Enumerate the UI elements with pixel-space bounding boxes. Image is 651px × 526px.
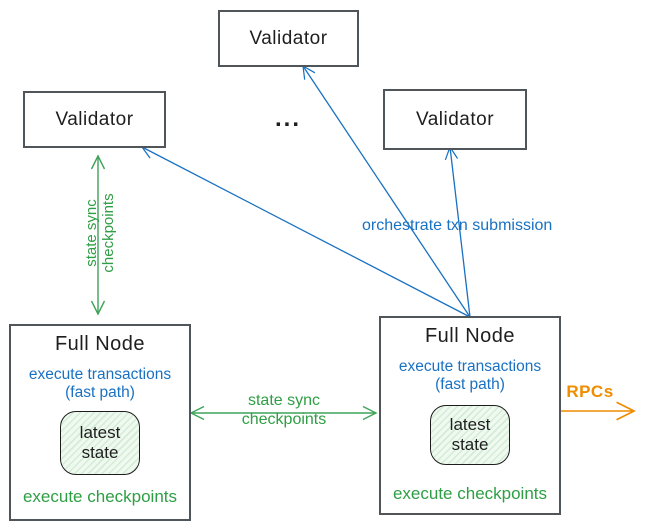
state-sync-vertical-line1: state sync bbox=[83, 199, 100, 267]
full-node-left-execute-checkpoints: execute checkpoints bbox=[22, 487, 178, 506]
validator-top-label: Validator bbox=[249, 27, 328, 49]
latest-state-right-label: latest state bbox=[449, 415, 491, 454]
full-node-left-fast-path: (fast path) bbox=[65, 384, 135, 401]
latest-state-box-left: latest state bbox=[60, 411, 140, 475]
validator-right-label: Validator bbox=[415, 108, 495, 130]
orchestrate-txn-submission-label: orchestrate txn submission bbox=[362, 217, 553, 234]
full-node-box-right: Full Node execute transactions (fast pat… bbox=[379, 316, 561, 515]
state-sync-horizontal-line1: state sync bbox=[247, 392, 321, 409]
latest-state-left-label: latest state bbox=[79, 423, 121, 462]
validator-box-top: Validator bbox=[218, 10, 359, 67]
full-node-left-title: Full Node bbox=[54, 333, 146, 355]
full-node-right-title: Full Node bbox=[424, 325, 516, 347]
arrow-orchestrate-to-top-validator bbox=[302, 64, 471, 318]
full-node-right-execute-transactions: execute transactions bbox=[398, 358, 542, 375]
validator-box-left: Validator bbox=[23, 91, 166, 148]
full-node-box-left: Full Node execute transactions (fast pat… bbox=[9, 324, 191, 521]
latest-state-box-right: latest state bbox=[430, 405, 510, 465]
state-sync-vertical-label: state sync checkpoints bbox=[83, 193, 117, 272]
arrow-orchestrate-to-left-validator bbox=[140, 146, 471, 318]
state-sync-horizontal-label: state sync checkpoints bbox=[242, 391, 327, 429]
arrow-orchestrate-to-right-validator bbox=[444, 145, 471, 318]
full-node-right-execute-checkpoints: execute checkpoints bbox=[392, 484, 548, 503]
validators-ellipsis: ... bbox=[274, 105, 302, 132]
full-node-right-fast-path: (fast path) bbox=[435, 376, 505, 393]
rpcs-label: RPCs bbox=[566, 382, 614, 401]
validator-left-label: Validator bbox=[55, 108, 134, 130]
state-sync-horizontal-line2: checkpoints bbox=[241, 411, 327, 428]
state-sync-vertical-line2: checkpoints bbox=[100, 193, 117, 273]
full-node-left-execute-transactions: execute transactions bbox=[28, 366, 172, 383]
validator-box-right: Validator bbox=[383, 89, 527, 150]
